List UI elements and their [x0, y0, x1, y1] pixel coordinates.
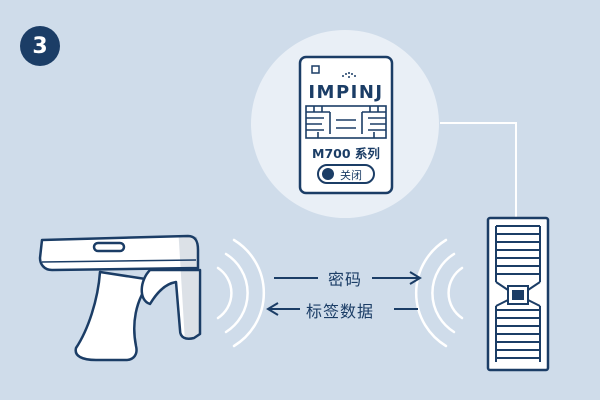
- message-arrows: [266, 271, 422, 316]
- rfid-tag-antenna-icon: [486, 216, 550, 372]
- message-from-tag: 标签数据: [306, 302, 375, 321]
- arrow-from-tag-head: [266, 302, 279, 316]
- chip-toggle-label: 关闭: [340, 168, 362, 182]
- radio-wave-icon-tag: [414, 238, 464, 348]
- step-number-badge: 3: [20, 26, 60, 66]
- message-to-tag: 密码: [328, 270, 363, 289]
- chip-toggle-switch: 关闭: [317, 164, 375, 184]
- rfid-reader-gun-icon: [38, 234, 202, 362]
- impinj-m700-chip-icon: IMPINJ M700 系列 关闭: [298, 55, 394, 195]
- arrow-to-tag-head: [409, 271, 422, 285]
- chip-model-text: M700 系列: [312, 146, 380, 161]
- chip-brand-text: IMPINJ: [308, 82, 383, 103]
- radio-wave-icon: [216, 238, 266, 348]
